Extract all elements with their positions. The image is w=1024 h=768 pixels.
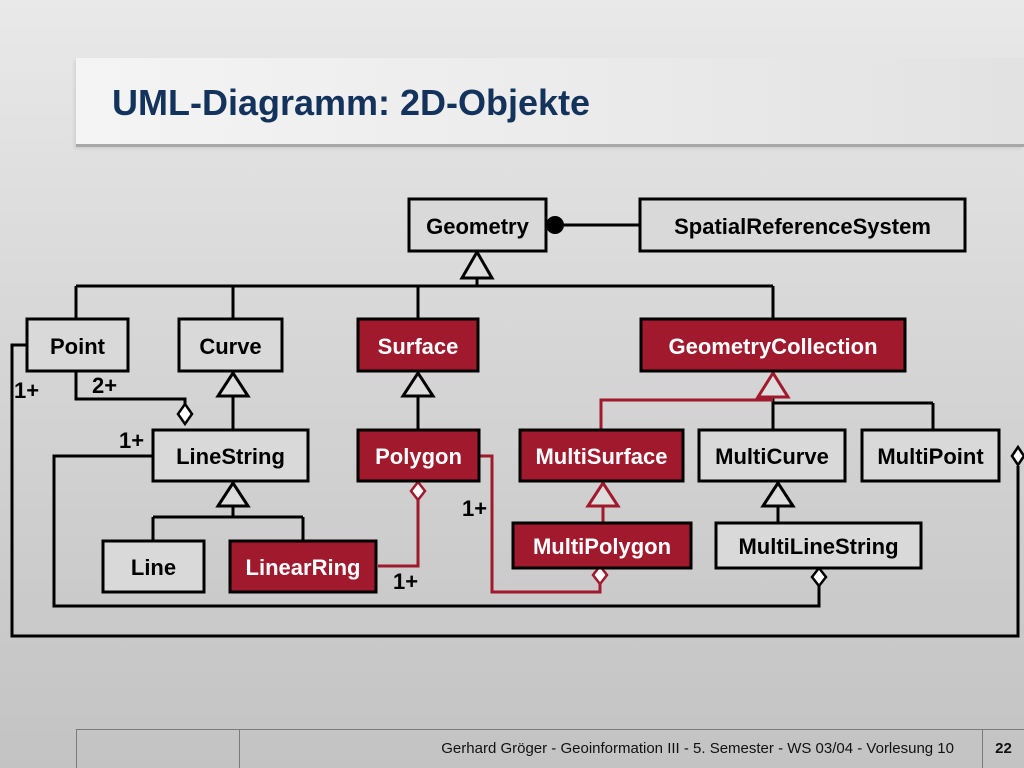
class-multi-curve-label: MultiCurve (715, 444, 829, 469)
class-polygon-label: Polygon (375, 444, 462, 469)
footer: Gerhard Gröger - Geoinformation III - 5.… (76, 729, 1024, 768)
title-bar (76, 58, 1024, 147)
footer-left-cell (76, 730, 240, 768)
multipoint-aggregation-diamond (1010, 444, 1024, 468)
class-geometry-label: Geometry (426, 214, 529, 239)
class-linear-ring-label: LinearRing (246, 555, 361, 580)
multisurface-generalization-line (599, 398, 773, 429)
multilinestring-aggregation-diamond (810, 565, 828, 589)
class-geometry-collection-label: GeometryCollection (668, 334, 877, 359)
class-surface: Surface (356, 317, 480, 373)
multiplicity-point-linestring: 2+ (92, 373, 117, 398)
linearring-polygon-aggregation (378, 499, 420, 568)
collection-generalization-arrow (755, 370, 791, 399)
multisurface-generalization-arrow (585, 480, 621, 508)
multicurve-generalization-arrow (760, 480, 796, 508)
surface-generalization-arrow (400, 370, 436, 398)
class-curve-label: Curve (199, 334, 261, 359)
class-linear-ring: LinearRing (228, 539, 378, 594)
linestring-aggregation-diamond (176, 401, 194, 427)
multiplicity-linestring-multilinestring: 1+ (119, 428, 144, 453)
class-line-string: LineString (151, 428, 310, 483)
page-number: 22 (995, 740, 1012, 757)
class-multi-point: MultiPoint (860, 428, 1001, 483)
class-line-label: Line (131, 555, 176, 580)
class-multi-point-label: MultiPoint (877, 444, 984, 469)
multipolygon-aggregation-diamond (591, 563, 609, 587)
class-point-label: Point (50, 334, 106, 359)
class-line: Line (101, 539, 206, 594)
association-dot (546, 216, 564, 234)
multiplicity-polygon-multipolygon: 1+ (462, 496, 487, 521)
class-multi-surface-label: MultiSurface (535, 444, 667, 469)
linestring-multilinestring-aggregation (52, 454, 821, 608)
class-multi-line-string-label: MultiLineString (738, 534, 898, 559)
class-multi-curve: MultiCurve (697, 428, 847, 483)
geometry-generalization-arrow (459, 248, 495, 280)
class-geometry-collection: GeometryCollection (639, 317, 907, 373)
linestring-generalization-arrow (215, 480, 251, 508)
class-multi-surface: MultiSurface (518, 428, 685, 483)
polygon-multipolygon-aggregation (480, 454, 602, 594)
polygon-aggregation-diamond (409, 479, 427, 503)
multiplicity-point-multipoint: 1+ (14, 378, 39, 403)
class-curve: Curve (177, 317, 284, 373)
point-multipoint-aggregation (10, 343, 1020, 638)
class-spatial-reference-system: SpatialReferenceSystem (638, 197, 967, 253)
class-multi-line-string: MultiLineString (714, 521, 923, 570)
footer-credit: Gerhard Gröger - Geoinformation III - 5.… (441, 740, 954, 757)
slide-title: UML-Diagramm: 2D-Objekte (112, 82, 591, 123)
class-multi-polygon-label: MultiPolygon (533, 534, 671, 559)
class-surface-label: Surface (378, 334, 459, 359)
curve-generalization-arrow (215, 370, 251, 398)
class-polygon: Polygon (356, 428, 481, 483)
class-srs-label: SpatialReferenceSystem (674, 214, 931, 239)
multiplicity-linearring-polygon: 1+ (393, 569, 418, 594)
footer-credit-cell: Gerhard Gröger - Geoinformation III - 5.… (239, 730, 983, 768)
class-point: Point (25, 317, 130, 373)
class-line-string-label: LineString (176, 444, 285, 469)
class-multi-polygon: MultiPolygon (511, 521, 693, 570)
class-geometry: Geometry (407, 197, 548, 253)
